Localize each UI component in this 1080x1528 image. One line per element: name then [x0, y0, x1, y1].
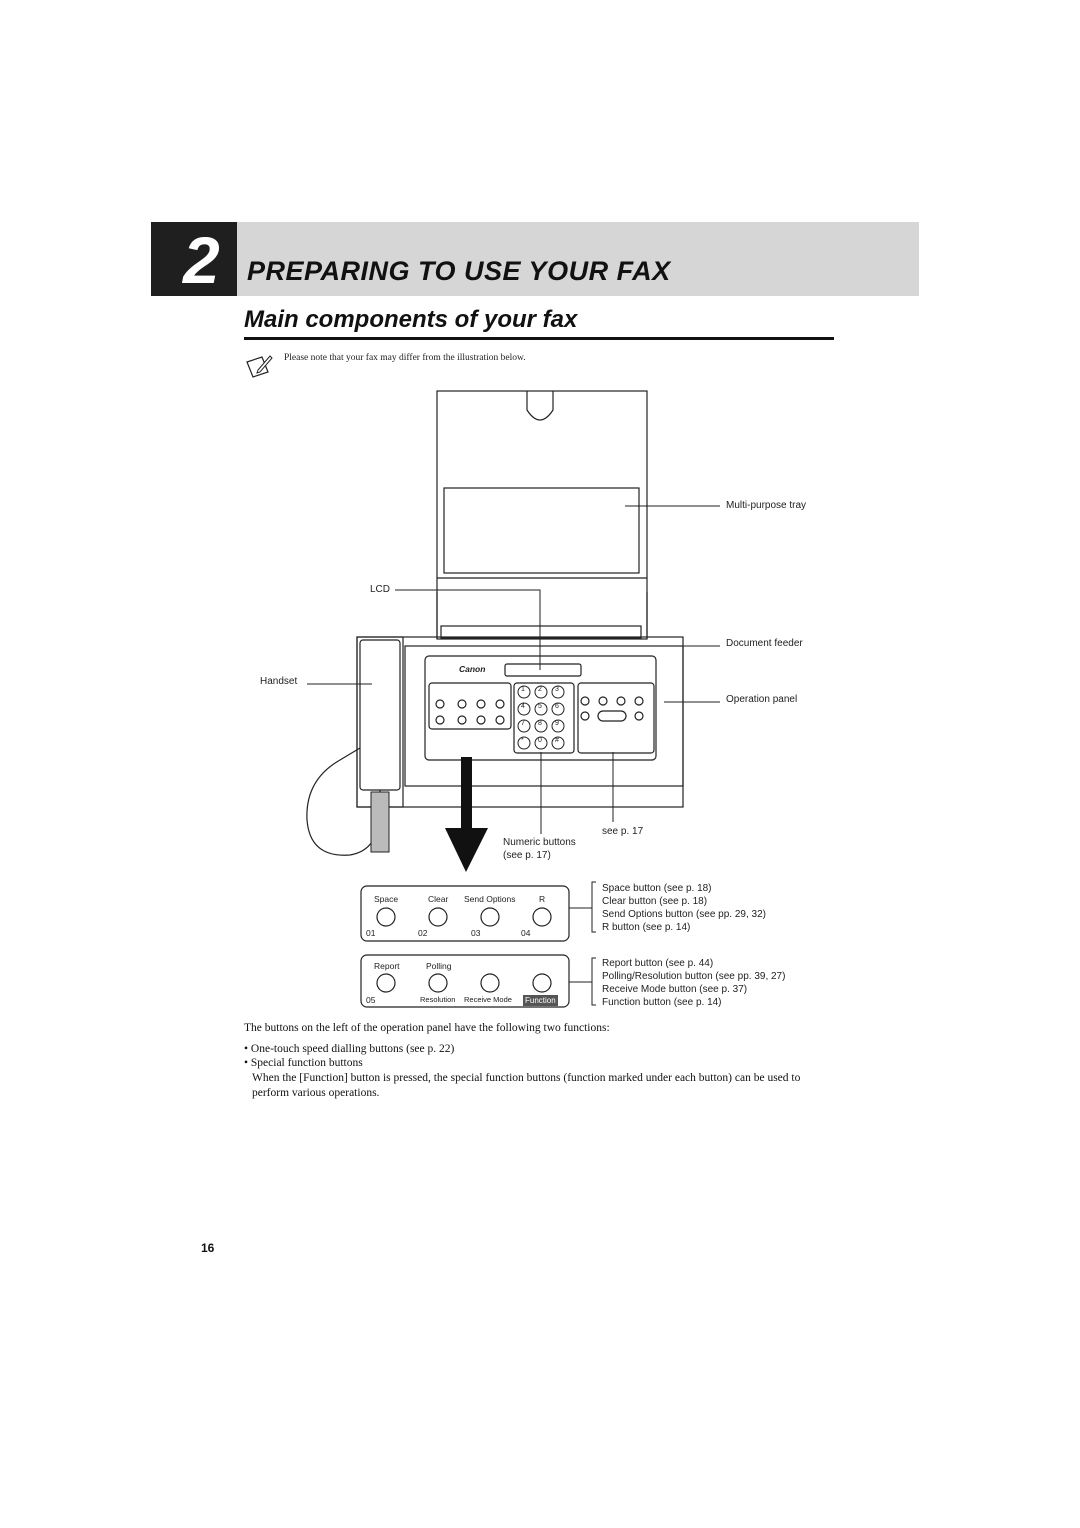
chapter-title: PREPARING TO USE YOUR FAX: [247, 256, 671, 286]
legend-clear: Clear button (see p. 18): [602, 896, 708, 907]
key-5: 5: [538, 703, 542, 710]
callout-see-p17-numeric: (see p. 17): [503, 850, 551, 861]
chapter-number: 2: [183, 223, 220, 297]
panel-number-02: 02: [418, 928, 428, 938]
callout-lcd: LCD: [370, 584, 391, 595]
bullet-one-touch: • One-touch speed dialling buttons (see …: [244, 1043, 455, 1055]
panel-label-resolution: Resolution: [420, 995, 456, 1004]
panel-label-receive-mode: Receive Mode: [464, 995, 512, 1004]
panel-label-report: Report: [374, 961, 400, 971]
page-number: 16: [201, 1241, 215, 1255]
panel-label-polling: Polling: [426, 961, 452, 971]
chapter-number-box: [151, 222, 237, 296]
fax-brand-logo: Canon: [459, 664, 486, 674]
legend-function: Function button (see p. 14): [602, 997, 722, 1008]
callout-handset: Handset: [260, 676, 298, 687]
bullet-one-touch-text: One-touch speed dialling buttons (see p.…: [250, 1043, 455, 1055]
callout-document-feeder: Document feeder: [726, 638, 803, 649]
key-6: 6: [555, 703, 559, 710]
panel-number-01: 01: [366, 928, 376, 938]
key-0: 0: [538, 737, 542, 744]
chapter-header-band: [151, 222, 919, 296]
callout-see-p17-panel: see p. 17: [602, 826, 644, 837]
legend-send-options: Send Options button (see pp. 29, 32): [602, 909, 766, 920]
key-3: 3: [555, 686, 559, 693]
panel-label-space: Space: [374, 894, 399, 904]
note-pencil-icon: [246, 355, 273, 378]
section-title: Main components of your fax: [244, 306, 578, 333]
key-9: 9: [555, 720, 559, 727]
key-7: 7: [521, 720, 525, 727]
panel-label-send-options: Send Options: [464, 894, 516, 904]
panel-number-04: 04: [521, 928, 531, 938]
legend-report: Report button (see p. 44): [602, 958, 714, 969]
panel-number-03: 03: [471, 928, 481, 938]
panel-label-r: R: [539, 894, 546, 904]
bullet-special-function-text: Special function buttons: [250, 1057, 363, 1069]
panel-label-clear: Clear: [428, 894, 449, 904]
legend-r: R button (see p. 14): [602, 922, 691, 933]
bullet-special-function: • Special function buttons: [244, 1057, 363, 1069]
legend-polling-resolution: Polling/Resolution button (see pp. 39, 2…: [602, 971, 786, 982]
legend-receive-mode: Receive Mode button (see p. 37): [602, 984, 748, 995]
body-paragraph: When the [Function] button is pressed, t…: [252, 1072, 801, 1099]
key-8: 8: [538, 720, 542, 727]
callout-operation-panel: Operation panel: [726, 694, 798, 705]
note-text: Please note that your fax may differ fro…: [284, 353, 526, 363]
callout-multipurpose-tray: Multi-purpose tray: [726, 500, 807, 511]
legend-space: Space button (see p. 18): [602, 883, 712, 894]
panel-number-05: 05: [366, 995, 376, 1005]
key-star: *: [521, 737, 524, 744]
key-hash: #: [555, 737, 559, 744]
key-1: 1: [521, 686, 525, 693]
key-2: 2: [538, 686, 542, 693]
callout-numeric-buttons: Numeric buttons: [503, 837, 576, 848]
panel-label-function: Function: [523, 995, 558, 1006]
body-intro: The buttons on the left of the operation…: [244, 1022, 610, 1034]
key-4: 4: [521, 703, 525, 710]
section-rule: [244, 337, 834, 340]
